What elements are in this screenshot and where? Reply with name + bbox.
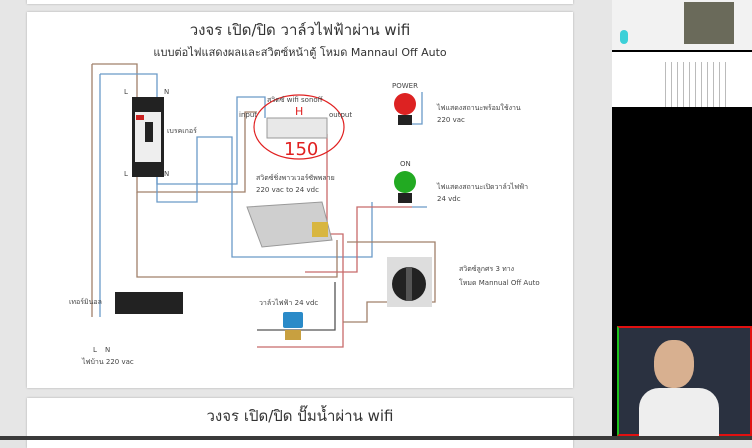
breaker-logo — [136, 115, 144, 120]
power-lamp-desc: ไฟแสดงสถานะพร้อมใช้งาน — [437, 104, 521, 112]
wire-lamp — [412, 92, 427, 208]
breaker-n-top: N — [164, 88, 170, 96]
page-subtitle: แบบต่อไฟแสดงผลและสวิตซ์หน้าตู้ โหมด Mann… — [153, 46, 447, 59]
wire-breaker-sonoff — [136, 111, 257, 193]
previous-page — [27, 0, 573, 4]
webcam-person — [654, 340, 694, 388]
wire-neutral — [99, 73, 158, 317]
power-lamp-volt: 220 vac — [437, 116, 465, 124]
breaker-l-top: L — [124, 88, 128, 96]
on-lamp-header: ON — [400, 160, 411, 168]
webcam-person-shirt — [639, 388, 719, 438]
thumbnail-page-2[interactable] — [612, 52, 752, 107]
breaker-l-bottom: L — [124, 170, 128, 178]
power-lamp-base — [398, 115, 412, 125]
wire-live-2 — [136, 192, 338, 278]
next-page-title: วงจร เปิด/ปิด ปั๊มน้ำผ่าน wifi — [206, 407, 394, 425]
on-lamp-desc: ไฟแสดงสถานะเปิดวาล์วไฟฟ้า — [437, 183, 529, 191]
wire-red-1 — [305, 206, 412, 273]
thumbnail-table — [660, 62, 730, 107]
valve-body — [285, 330, 301, 340]
terminal-block — [115, 292, 183, 314]
selector-label: สวิตซ์ลูกศร 3 ทาง — [459, 265, 515, 273]
on-lamp-base — [398, 193, 412, 203]
breaker-n-bottom: N — [164, 170, 170, 178]
handwritten-number: 150 — [284, 139, 319, 160]
mains-l: L — [93, 346, 97, 354]
thumbnail-icon — [620, 30, 628, 44]
psu-label: สวิตซ์ชิ่งพาวเวอร์ซัพพลาย — [256, 174, 335, 182]
document-viewer[interactable]: วงจร เปิด/ปิด วาล์วไฟฟ้าผ่าน wifi แบบต่อ… — [0, 0, 612, 448]
sonoff-device — [266, 117, 328, 139]
selector-pointer — [406, 267, 412, 301]
wire-valve-2 — [257, 282, 336, 331]
mains-label: ไฟบ้าน 220 vac — [82, 358, 134, 366]
terminal-label: เทอร์มินอล — [69, 298, 102, 306]
wire-live — [91, 63, 138, 317]
power-lamp — [394, 93, 416, 115]
psu-volt: 220 vac to 24 vdc — [256, 186, 319, 194]
next-page: วงจร เปิด/ปิด ปั๊มน้ำผ่าน wifi — [27, 398, 573, 448]
thumbnail-photo — [684, 2, 734, 44]
valve-label: วาล์วไฟฟ้า 24 vdc — [259, 299, 319, 307]
thumbnail-page-1[interactable] — [612, 0, 752, 50]
breaker-lever — [145, 122, 153, 142]
page-title: วงจร เปิด/ปิด วาล์วไฟฟ้าผ่าน wifi — [189, 21, 411, 39]
webcam-overlay[interactable] — [617, 326, 752, 438]
on-lamp-volt: 24 vdc — [437, 195, 461, 203]
mains-n: N — [105, 346, 111, 354]
power-supply-terminals — [312, 222, 328, 237]
electric-valve — [283, 312, 303, 328]
annotation-circle — [253, 94, 345, 160]
sonoff-input-label: input — [239, 111, 258, 119]
breaker-label: เบรคเกอร์ — [167, 127, 197, 135]
selector-mode: โหมด Mannual Off Auto — [459, 279, 540, 287]
wire-psu-n — [156, 136, 373, 258]
sonoff-label: สวิตซ์ wifi sonoff — [267, 96, 323, 104]
diagram-page: วงจร เปิด/ปิด วาล์วไฟฟ้าผ่าน wifi แบบต่อ… — [27, 12, 573, 388]
sonoff-output-label: output — [329, 111, 353, 119]
wiring-diagram — [91, 63, 436, 348]
on-lamp — [394, 171, 416, 193]
wire-valve-1 — [257, 233, 344, 348]
handwritten-mark: H — [295, 105, 304, 118]
taskbar — [0, 436, 752, 440]
power-lamp-header: POWER — [392, 82, 418, 90]
power-supply — [246, 201, 333, 248]
